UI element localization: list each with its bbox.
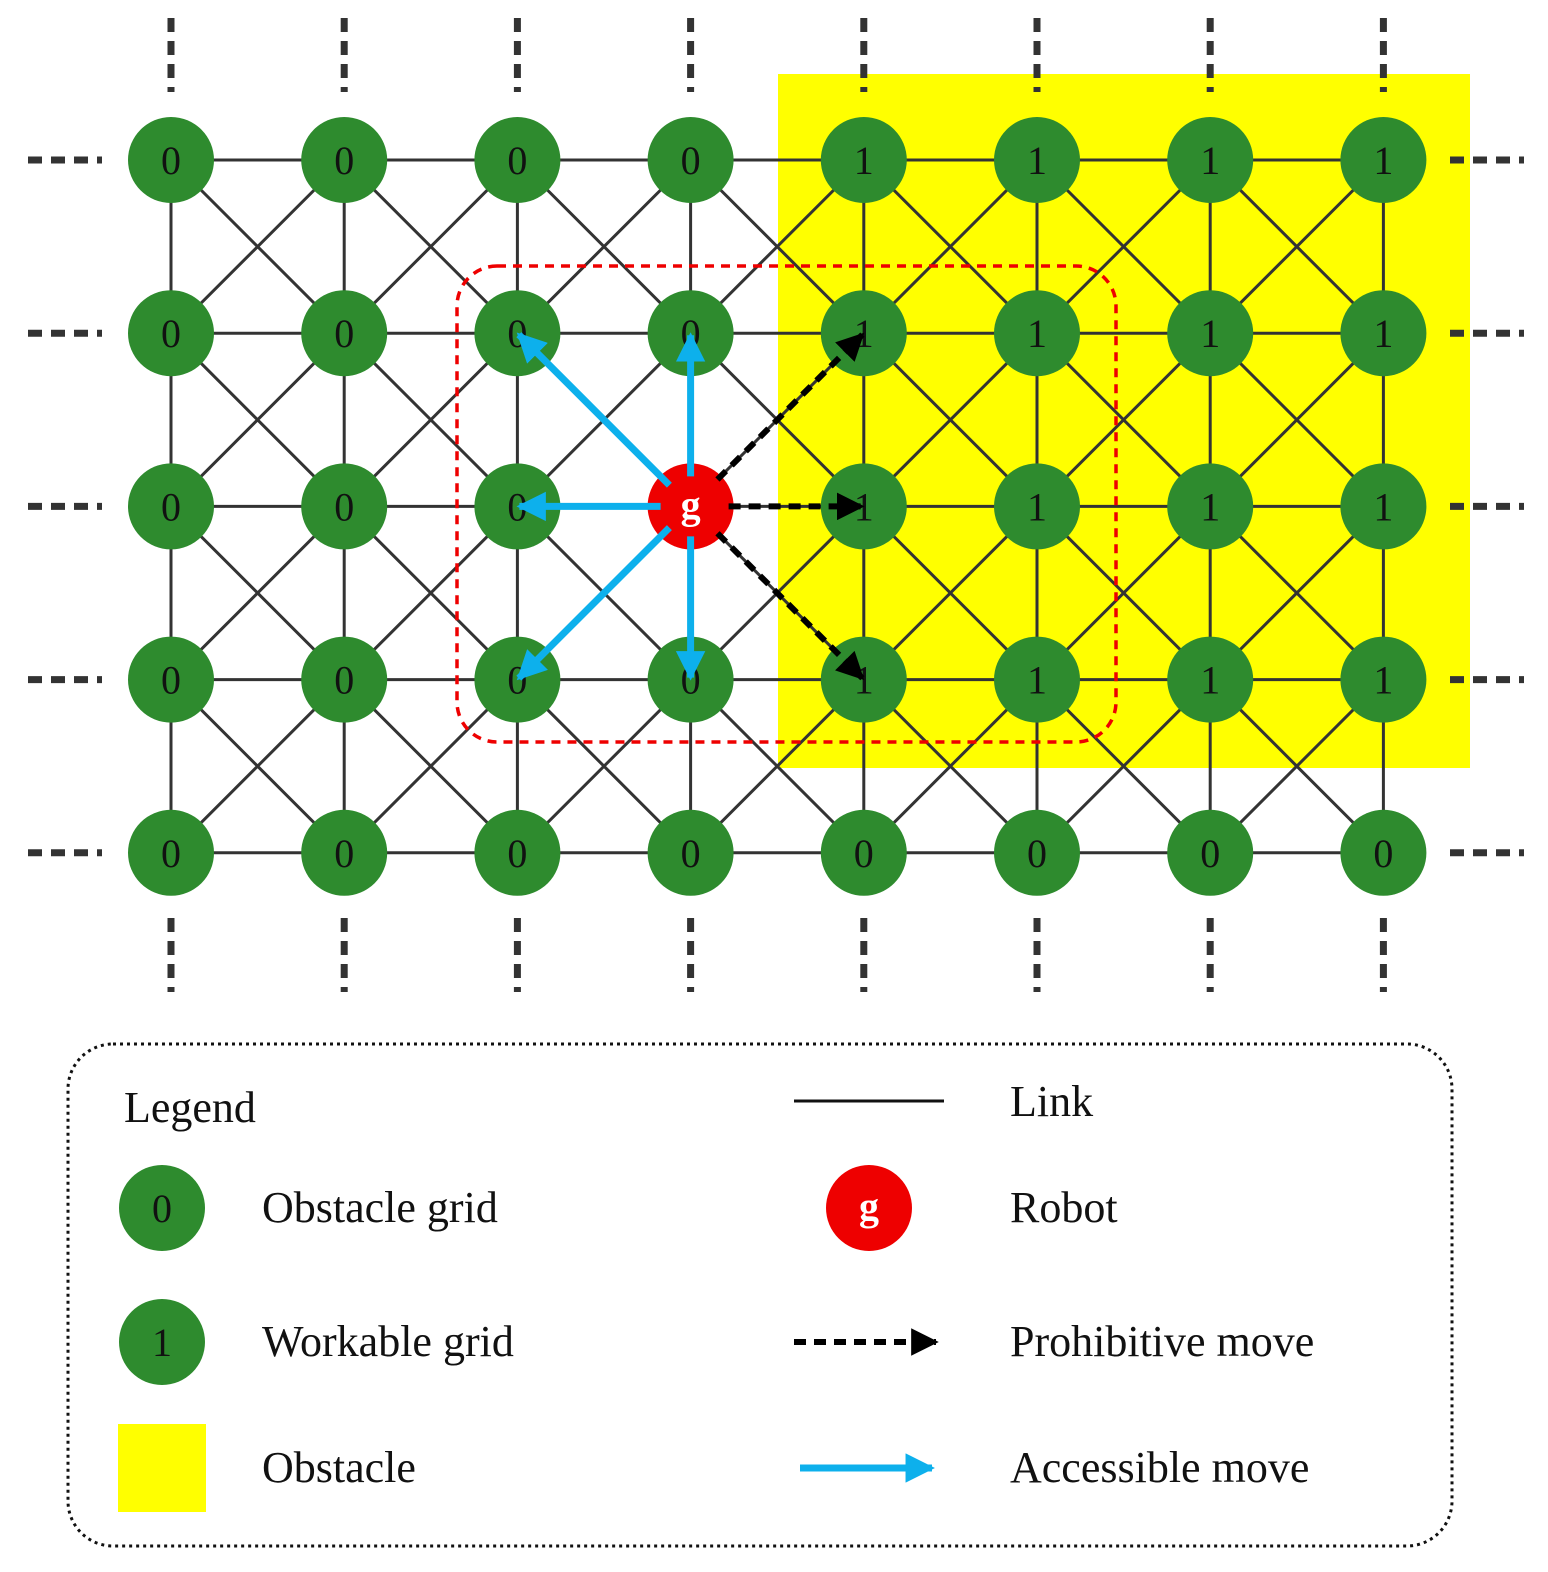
accessible-move-arrow <box>516 332 672 488</box>
grid-node-value: 0 <box>1027 831 1047 876</box>
grid-node-value: 0 <box>334 311 354 356</box>
legend-frame <box>66 1042 1454 1548</box>
grid-node-value: 0 <box>507 658 527 703</box>
legend-robot-label: Robot <box>1010 1183 1118 1232</box>
grid-node-value: 1 <box>1027 311 1047 356</box>
grid-node-value: 0 <box>854 831 874 876</box>
grid-node-value: 0 <box>507 138 527 183</box>
grid-node <box>1340 809 1427 896</box>
legend-accessible-move-label: Accessible move <box>1010 1443 1309 1492</box>
grid-node-value: 0 <box>161 658 181 703</box>
legend: Legend 0 Obstacle grid 1 Workable grid O… <box>66 1042 1454 1548</box>
grid-node-value: 1 <box>1027 658 1047 703</box>
grid-node <box>474 117 561 203</box>
legend-workable-grid-node-icon <box>119 1299 205 1385</box>
grid-node-value: 0 <box>334 831 354 876</box>
grid-node-value: 1 <box>1200 484 1220 529</box>
grid-node-value: 1 <box>854 311 874 356</box>
grid-node-value: 0 <box>1373 831 1393 876</box>
grid-node <box>994 636 1080 723</box>
grid-node <box>994 463 1080 550</box>
boundary-continuation-stubs <box>28 18 1524 992</box>
grid-node-value: 0 <box>507 311 527 356</box>
grid-node-value: 1 <box>1027 484 1047 529</box>
grid-node <box>647 809 734 896</box>
grid-node-value: 0 <box>334 484 354 529</box>
grid-node <box>1167 117 1254 203</box>
legend-obstacle-grid-node-icon <box>119 1165 205 1251</box>
grid-node-value: 0 <box>334 658 354 703</box>
grid-node <box>820 117 907 203</box>
grid-node-value: 1 <box>1200 138 1220 183</box>
grid-node <box>820 809 907 896</box>
legend-link-label: Link <box>1010 1077 1093 1126</box>
grid-node-value: 0 <box>681 138 701 183</box>
legend-workable-grid-node-symbol: 1 <box>152 1320 172 1365</box>
robot-node-label: g <box>681 482 701 527</box>
grid-node-value: 0 <box>161 311 181 356</box>
legend-obstacle-swatch-icon <box>118 1424 206 1512</box>
grid-node-value: 0 <box>681 831 701 876</box>
grid-node-value: 0 <box>507 831 527 876</box>
legend-obstacle-label: Obstacle <box>262 1443 416 1492</box>
grid-node-value: 0 <box>1200 831 1220 876</box>
legend-obstacle-grid-label: Obstacle grid <box>262 1183 498 1232</box>
grid-node <box>301 290 388 377</box>
legend-workable-grid-label: Workable grid <box>262 1317 514 1366</box>
grid-node-value: 0 <box>161 831 181 876</box>
legend-obstacle-grid-node-symbol: 0 <box>152 1186 172 1231</box>
grid-node <box>647 117 734 203</box>
grid-node-value: 1 <box>1373 311 1393 356</box>
grid-node <box>1340 290 1427 377</box>
legend-robot-node-icon <box>826 1165 912 1251</box>
grid-node-value: 1 <box>854 658 874 703</box>
grid-node <box>128 636 214 723</box>
legend-title: Legend <box>124 1083 256 1132</box>
grid-node-value: 1 <box>1373 484 1393 529</box>
legend-prohibitive-move-label: Prohibitive move <box>1010 1317 1314 1366</box>
grid-node <box>1340 463 1427 550</box>
grid-node-value: 0 <box>334 138 354 183</box>
grid-node-value: 1 <box>1027 138 1047 183</box>
grid-node-value: 0 <box>161 484 181 529</box>
grid-node-value: 1 <box>854 138 874 183</box>
grid-node <box>1340 117 1427 203</box>
grid-node <box>994 117 1080 203</box>
grid-node <box>301 463 388 550</box>
grid-node-value: 1 <box>1373 138 1393 183</box>
grid-node <box>301 809 388 896</box>
grid-node <box>128 290 214 377</box>
grid-node <box>474 809 561 896</box>
grid-node <box>994 290 1080 377</box>
move-arrows <box>516 332 865 681</box>
grid-node <box>1167 809 1254 896</box>
grid-node <box>1340 636 1427 723</box>
robot-neighborhood-box <box>455 264 1118 744</box>
grid-node <box>128 117 214 203</box>
grid-node <box>128 463 214 550</box>
grid-node <box>1167 290 1254 377</box>
prohibitive-move-arrow <box>715 531 865 681</box>
prohibitive-move-arrow <box>715 332 865 482</box>
grid-node <box>301 117 388 203</box>
legend-robot-node-symbol: g <box>859 1184 879 1229</box>
grid-node <box>994 809 1080 896</box>
grid-node <box>128 809 214 896</box>
accessible-move-arrow <box>516 525 672 681</box>
grid-node-value: 1 <box>1200 311 1220 356</box>
grid-node <box>301 636 388 723</box>
grid-node-value: 1 <box>1200 658 1220 703</box>
grid-node-value: 1 <box>1373 658 1393 703</box>
grid-node-value: 0 <box>161 138 181 183</box>
grid-node <box>1167 636 1254 723</box>
grid-node <box>1167 463 1254 550</box>
